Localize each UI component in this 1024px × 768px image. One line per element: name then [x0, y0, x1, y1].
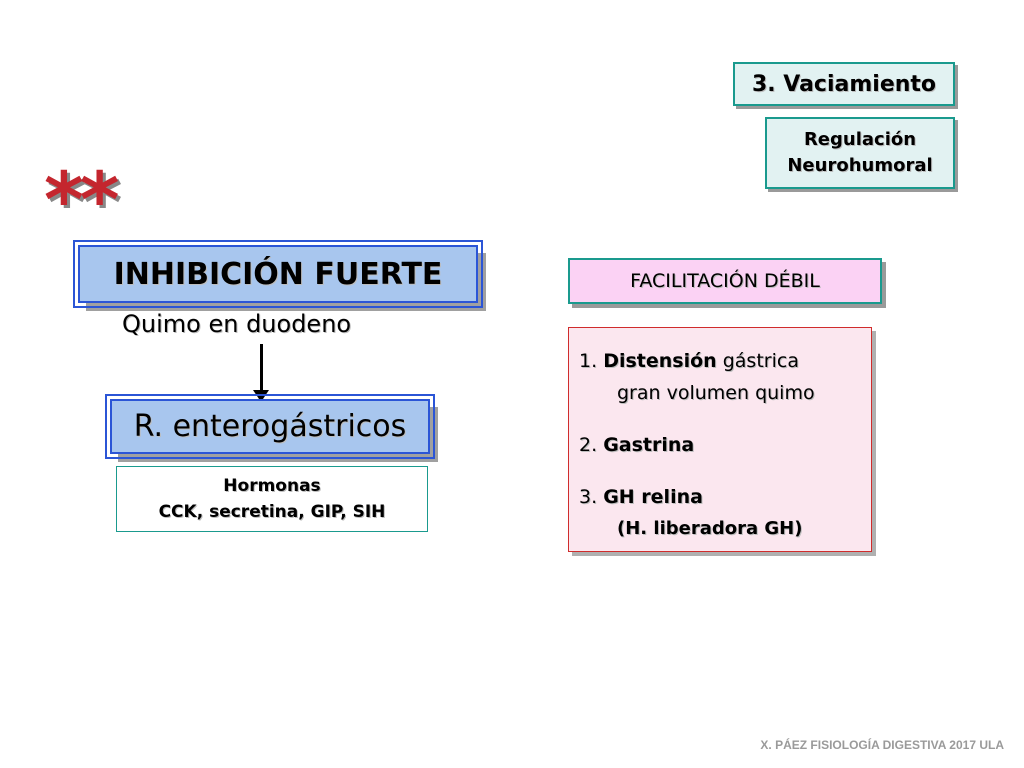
enterogastric-reflex-label: R. enterogástricos [133, 409, 407, 444]
facilitation-list-box: 1. Distensión gástrica gran volumen quim… [568, 327, 872, 552]
hormones-title: Hormonas [223, 476, 321, 496]
down-arrow-line [260, 344, 263, 392]
stimulus-label: Quimo en duodeno [122, 310, 352, 338]
section-title: 3. Vaciamiento [751, 71, 937, 97]
importance-marker: ** [44, 155, 119, 244]
list-item: 2. Gastrina [579, 434, 695, 456]
strong-inhibition-box: INHIBICIÓN FUERTE [73, 240, 483, 308]
list-item-sub: (H. liberadora GH) [617, 518, 803, 539]
footer-credit: X. PÁEZ FISIOLOGÍA DIGESTIVA 2017 ULA [760, 738, 1004, 752]
list-item: 3. GH relina [579, 486, 703, 508]
strong-inhibition-title: INHIBICIÓN FUERTE [113, 256, 443, 292]
list-item: 1. Distensión gástrica [579, 350, 799, 372]
weak-facilitation-title: FACILITACIÓN DÉBIL [630, 270, 820, 292]
section-title-box: 3. Vaciamiento [733, 62, 955, 106]
subsection-title-box: Regulación Neurohumoral [765, 117, 955, 189]
subsection-line-1: Regulación [803, 129, 917, 150]
weak-facilitation-box: FACILITACIÓN DÉBIL [568, 258, 882, 304]
subsection-line-2: Neurohumoral [787, 155, 933, 176]
enterogastric-reflex-box: R. enterogástricos [105, 394, 435, 459]
hormones-list: CCK, secretina, GIP, SIH [158, 502, 386, 522]
list-item-sub: gran volumen quimo [617, 382, 815, 404]
hormones-box: Hormonas CCK, secretina, GIP, SIH [116, 466, 428, 532]
